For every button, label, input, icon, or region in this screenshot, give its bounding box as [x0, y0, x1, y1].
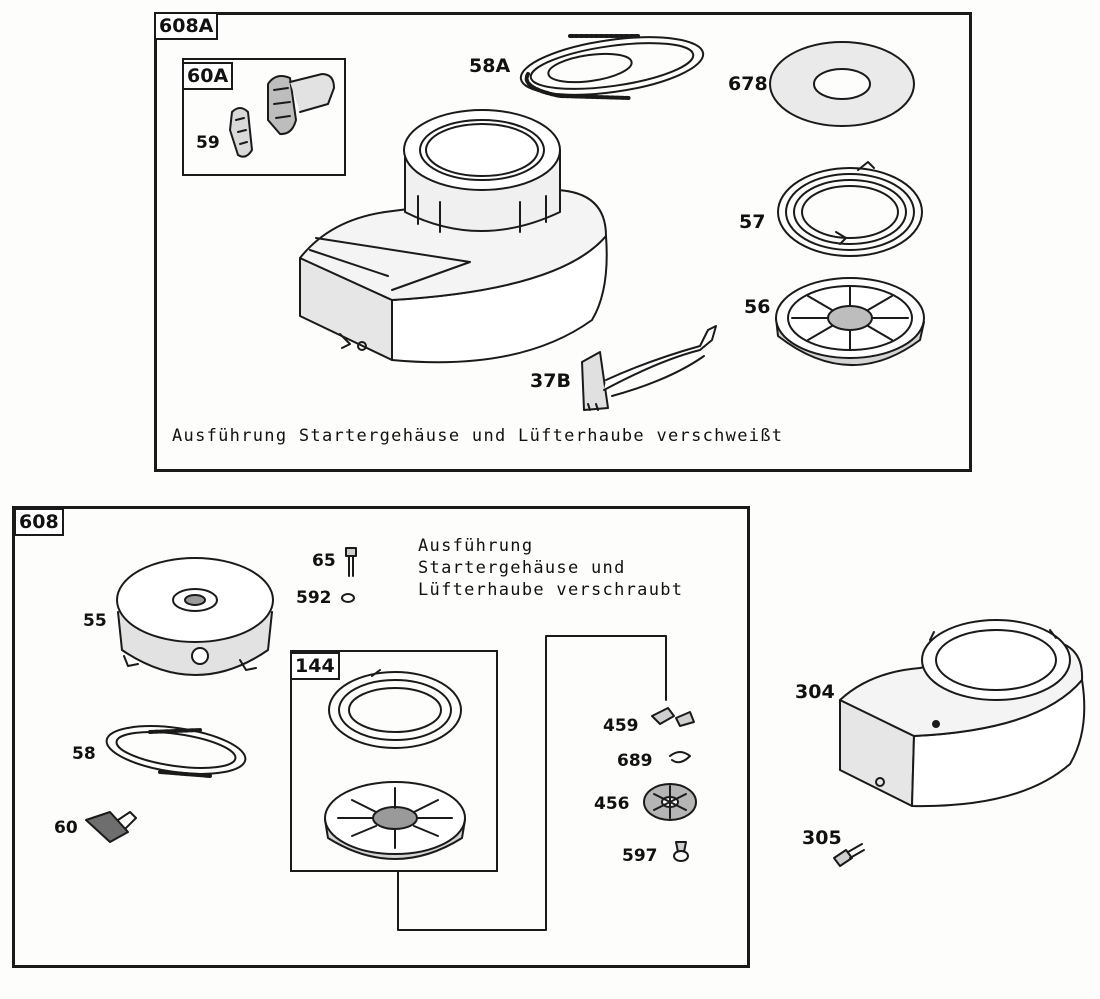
part-number-37b: 37B: [530, 370, 571, 392]
screw-305-drawing: [833, 843, 865, 867]
part-number-305: 305: [802, 827, 842, 849]
connector-lines: [397, 635, 667, 931]
part-number-689: 689: [617, 751, 653, 771]
part-number-57: 57: [739, 211, 766, 233]
blower-housing-304-drawing: [839, 619, 1086, 808]
part-number-58a: 58A: [469, 55, 511, 77]
part-number-678: 678: [728, 73, 768, 95]
bracket-37b-drawing: [581, 325, 717, 411]
washer-678-drawing: [769, 41, 915, 127]
bottom-assembly-note: Ausführung Startergehäuse und Lüfterhaub…: [418, 535, 683, 601]
bottom-assembly-frame: [12, 506, 750, 968]
assembly-label-608: 608: [14, 508, 64, 536]
screw-597-drawing: [673, 841, 689, 862]
rope-58a-drawing: [519, 34, 705, 100]
part-number-592: 592: [296, 588, 332, 608]
kit-label-60a: 60A: [182, 62, 234, 90]
handle-kit-frame: [182, 58, 346, 176]
part-number-55: 55: [83, 611, 107, 631]
subassembly-label-144: 144: [290, 652, 340, 680]
handle-grip-drawing: [267, 73, 335, 136]
handle-half-59-drawing: [229, 107, 253, 158]
handle-60-drawing: [85, 811, 137, 843]
blower-housing-drawing: [299, 109, 608, 364]
assembly-label-608a: 608A: [154, 12, 219, 40]
pulley-144-drawing: [324, 781, 466, 860]
starter-housing-55-drawing: [116, 557, 274, 676]
retainer-456-drawing: [643, 783, 697, 821]
screw-65-drawing: [345, 547, 357, 577]
part-number-459: 459: [603, 716, 639, 736]
note-line-2: Startergehäuse und: [418, 558, 626, 578]
pulley-56-drawing: [775, 277, 925, 366]
part-number-65: 65: [312, 551, 336, 571]
pawls-459-drawing: [651, 707, 695, 727]
part-number-56: 56: [744, 296, 771, 318]
rope-58-drawing: [105, 725, 247, 778]
part-number-456: 456: [594, 794, 630, 814]
spring-144-drawing: [328, 669, 462, 749]
clip-689-drawing: [669, 751, 691, 764]
part-number-58: 58: [72, 744, 96, 764]
subassembly-144-frame: [290, 650, 498, 872]
top-assembly-frame: [154, 12, 972, 472]
part-number-59: 59: [196, 133, 220, 153]
part-number-60: 60: [54, 818, 78, 838]
note-line-1: Ausführung: [418, 536, 534, 556]
part-number-304: 304: [795, 681, 835, 703]
part-number-597: 597: [622, 846, 658, 866]
washer-592-drawing: [341, 593, 355, 603]
note-line-3: Lüfterhaube verschraubt: [418, 580, 684, 600]
top-assembly-caption: Ausführung Startergehäuse und Lüfterhaub…: [172, 426, 784, 446]
spring-57-drawing: [777, 161, 923, 257]
